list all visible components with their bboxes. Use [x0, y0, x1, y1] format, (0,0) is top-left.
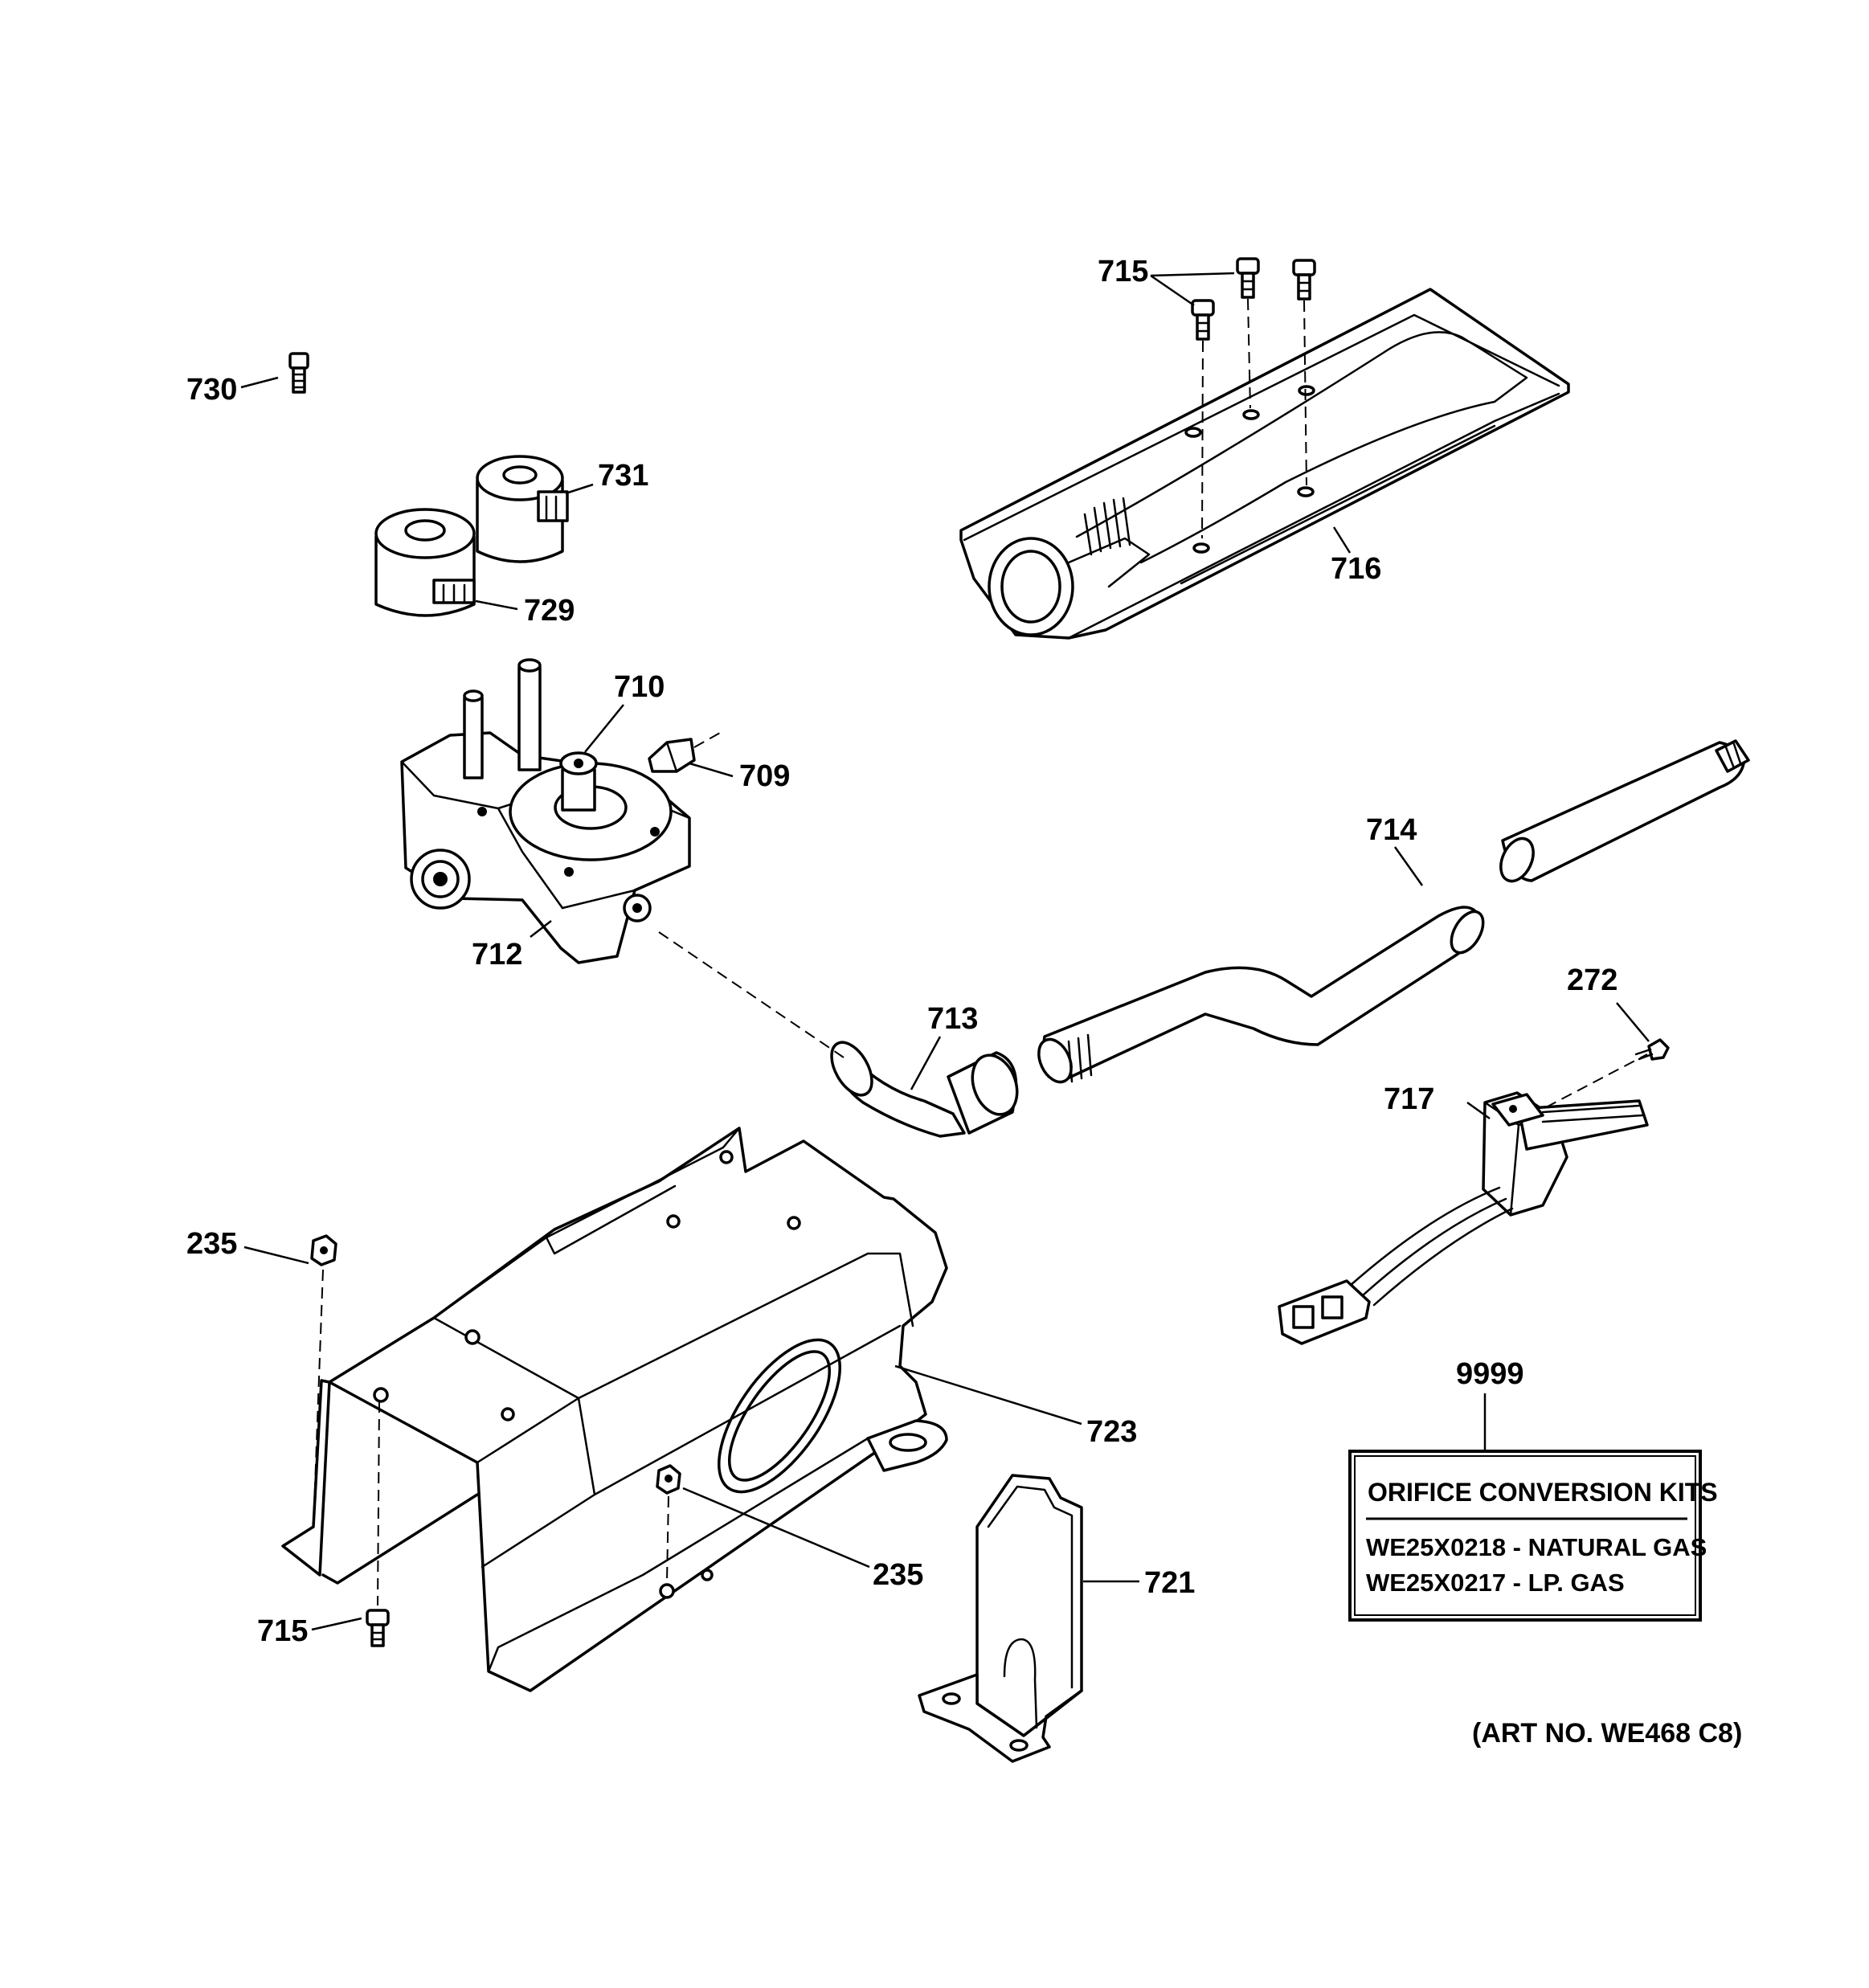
- leader-715-bottom: [311, 1617, 362, 1631]
- label-721: 721: [1144, 1566, 1195, 1600]
- label-716: 716: [1331, 552, 1381, 586]
- leader-715-top-a: [1150, 274, 1195, 307]
- leader-714: [1393, 846, 1424, 886]
- part-714-tube: [1037, 906, 1485, 1084]
- kit-box-natural-gas: WE25X0218 - NATURAL GAS: [1366, 1533, 1707, 1561]
- part-721-shield: [918, 1474, 1083, 1763]
- leader-235-left: [243, 1246, 309, 1265]
- part-731-coil: [476, 455, 569, 563]
- part-712-gas-valve: [400, 658, 691, 964]
- leader-730: [240, 376, 279, 389]
- leader-712: [530, 920, 552, 938]
- leader-715-top-b: [1150, 272, 1235, 277]
- art-number: (ART NO. WE468 C8): [1472, 1718, 1742, 1749]
- label-9999: 9999: [1456, 1357, 1524, 1391]
- label-709: 709: [739, 759, 790, 793]
- leader-716: [1332, 526, 1352, 554]
- part-729-coil: [374, 508, 476, 617]
- label-713: 713: [927, 1002, 978, 1036]
- leader-729: [475, 599, 518, 611]
- leader-272: [1616, 1002, 1650, 1042]
- label-235-bottom: 235: [873, 1558, 923, 1592]
- label-710: 710: [614, 670, 665, 704]
- label-715-top: 715: [1098, 255, 1148, 288]
- part-235-screw-left: [310, 1234, 337, 1531]
- leader-709: [689, 762, 734, 778]
- label-235-left: 235: [186, 1227, 237, 1261]
- part-715-screw-bottom: [366, 1401, 390, 1647]
- label-730: 730: [186, 373, 237, 407]
- part-709-fitting: [648, 732, 721, 773]
- part-272-screw: [1634, 1038, 1670, 1061]
- leader-731: [565, 483, 594, 495]
- orifice-kit-box: ORIFICE CONVERSION KITS WE25X0218 - NATU…: [1348, 1450, 1718, 1622]
- part-730-screw: [288, 352, 309, 394]
- label-717: 717: [1384, 1082, 1434, 1116]
- leader-723: [894, 1364, 1082, 1426]
- leader-713: [910, 1036, 942, 1090]
- label-714: 714: [1366, 813, 1417, 847]
- kit-box-lp-gas: WE25X0217 - LP. GAS: [1366, 1569, 1625, 1597]
- kit-box-title: ORIFICE CONVERSION KITS: [1368, 1478, 1718, 1507]
- label-712: 712: [472, 938, 522, 972]
- label-715-bottom: 715: [257, 1614, 308, 1648]
- label-723: 723: [1086, 1415, 1137, 1449]
- label-731: 731: [598, 459, 648, 493]
- part-717-igniter: [1278, 1053, 1649, 1345]
- leader-717: [1466, 1101, 1491, 1120]
- part-straight-tube: [1499, 739, 1750, 883]
- part-713-elbow: [658, 931, 1019, 1138]
- part-723-bracket: [281, 1127, 948, 1692]
- leader-710: [584, 704, 624, 753]
- part-235-screw-bottom: [656, 1464, 681, 1582]
- part-716-burner-housing: [959, 288, 1570, 640]
- leader-235-bottom: [682, 1487, 870, 1569]
- part-715-screws-top: [1191, 257, 1316, 539]
- label-729: 729: [524, 594, 575, 628]
- label-272: 272: [1567, 963, 1617, 997]
